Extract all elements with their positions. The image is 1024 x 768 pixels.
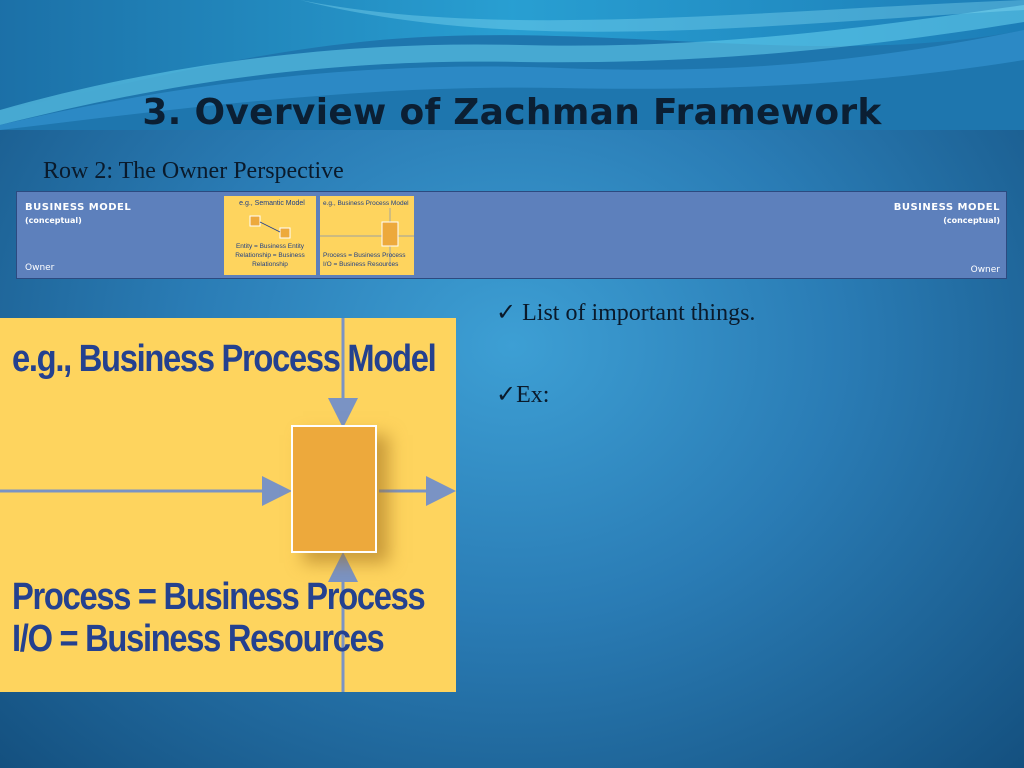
bullet-example: ✓Ex: xyxy=(496,382,550,408)
process-diagram-lines xyxy=(0,318,456,692)
banner-right-owner: Owner xyxy=(970,265,1000,275)
semantic-model-title: e.g., Semantic Model xyxy=(239,200,305,207)
business-process-model-figure: e.g., Business Process Model Process = B… xyxy=(0,318,456,692)
banner-right-heading: BUSINESS MODEL xyxy=(893,202,1000,213)
figure-title: e.g., Business Process Model xyxy=(12,338,437,380)
figure-io-definition: I/O = Business Resources xyxy=(12,618,385,660)
semantic-model-text: Entity = Business Entity Relationship = … xyxy=(235,243,305,268)
semantic-model-diagram xyxy=(249,215,291,239)
process-model-diagram xyxy=(320,208,414,266)
slide-title: 3. Overview of Zachman Framework xyxy=(142,92,882,133)
banner-right-subheading: (conceptual) xyxy=(943,216,1000,225)
bullet-important-things: ✓ List of important things. xyxy=(496,300,756,326)
business-model-banner: BUSINESS MODEL (conceptual) Owner e.g., … xyxy=(16,191,1007,279)
process-model-cell: e.g., Business Process Model Process = B… xyxy=(320,196,414,275)
semantic-model-cell: e.g., Semantic Model Entity = Business E… xyxy=(224,196,316,275)
process-model-title: e.g., Business Process Model xyxy=(323,200,409,207)
banner-left-owner: Owner xyxy=(25,263,55,273)
process-model-line1: Process = Business Process xyxy=(323,252,406,259)
slide-subtitle: Row 2: The Owner Perspective xyxy=(43,158,344,184)
header-waves xyxy=(0,0,1024,130)
process-model-line2: I/O = Business Resources xyxy=(323,261,399,268)
banner-left-subheading: (conceptual) xyxy=(25,216,82,225)
process-model-text: Process = Business Process I/O = Busines… xyxy=(323,251,411,269)
banner-left-heading: BUSINESS MODEL xyxy=(25,202,132,213)
figure-process-definition: Process = Business Process xyxy=(12,576,426,618)
process-box xyxy=(291,425,377,553)
